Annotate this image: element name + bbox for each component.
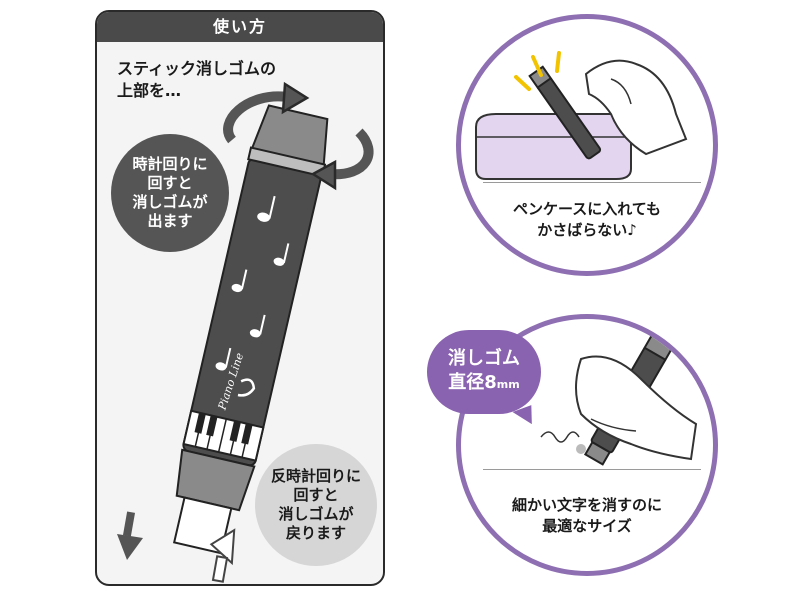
counter-clockwise-bubble: 反時計回りに 回すと 消しゴムが 戻ります (255, 444, 377, 566)
how-to-use-panel: 使い方 スティック消しゴムの 上部を… Piano Line (95, 10, 385, 586)
pen-illustration: Piano Line (117, 81, 374, 583)
divider (483, 182, 701, 183)
music-notes-decoration (215, 195, 290, 397)
pen-tip-housing (175, 448, 256, 512)
divider (483, 469, 701, 470)
pen-case-caption: ペンケースに入れても かさばらない♪ (512, 200, 662, 239)
pen-case-illustration (475, 51, 688, 180)
eraser (172, 496, 233, 555)
arrow-down-icon (117, 511, 143, 560)
clockwise-bubble: 時計回りに 回すと 消しゴムが 出ます (111, 134, 229, 252)
feature-circle-pen-case: ペンケースに入れても かさばらない♪ (456, 14, 718, 276)
erasing-hand-illustration (540, 334, 698, 466)
eraser-size-badge: 消しゴム 直径8mm (427, 330, 541, 414)
rotation-arrows (223, 81, 374, 191)
panel-header: 使い方 (97, 12, 383, 42)
intro-line-1: スティック消しゴムの (117, 59, 277, 78)
fine-erasing-caption: 細かい文字を消すのに 最適なサイズ (511, 496, 662, 535)
intro-text: スティック消しゴムの 上部を… (117, 58, 276, 102)
sparkle-icon (514, 51, 561, 91)
arrow-up-icon (209, 528, 236, 583)
intro-line-2: 上部を… (117, 81, 182, 100)
